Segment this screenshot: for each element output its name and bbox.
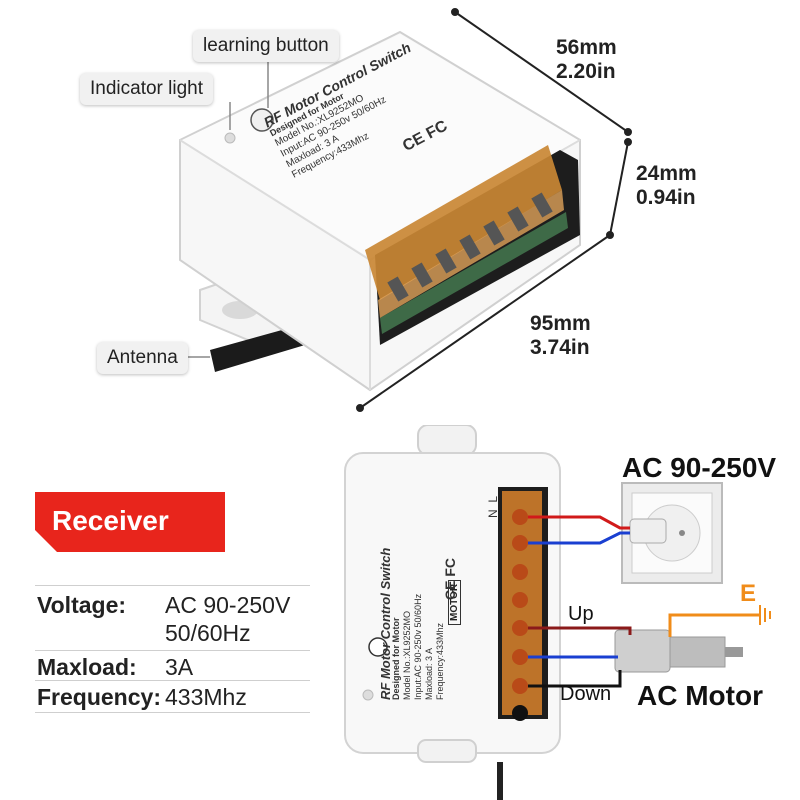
- height-dimension: 24mm 0.94in: [636, 162, 697, 210]
- antenna: [210, 325, 305, 372]
- terminal-screws: [512, 509, 528, 721]
- device-3d-illustration: [179, 8, 632, 412]
- earth-label: E: [740, 580, 757, 607]
- terminal-n-label: N: [486, 509, 500, 518]
- indicator-light-callout: Indicator light: [80, 73, 214, 105]
- down-label: Down: [560, 683, 612, 705]
- terminal-l-label: L: [486, 495, 500, 503]
- top-mount-tab: [417, 425, 477, 456]
- power-label: AC 90-250V: [622, 452, 777, 483]
- antenna-callout: Antenna: [97, 342, 188, 374]
- device-label-title-front: RF Motor Control Switch: [378, 547, 393, 700]
- spec-divider: [35, 650, 310, 651]
- length-mm: 95mm: [530, 312, 591, 335]
- learning-button-callout: learning button: [193, 30, 339, 62]
- power-terminal-labels: N L: [486, 496, 500, 518]
- length-in: 3.74in: [530, 336, 590, 359]
- device-label-front: RF Motor Control Switch Designed for Mot…: [378, 490, 446, 700]
- ac-motor: [614, 629, 671, 673]
- frequency-value: 433Mhz: [165, 684, 247, 710]
- spec-divider: [35, 585, 310, 586]
- wiring-diagram: [344, 425, 771, 800]
- up-label: Up: [568, 603, 594, 625]
- width-dimension: 56mm 2.20in: [556, 36, 617, 84]
- learning-button[interactable]: [250, 108, 274, 132]
- earth-wire: [668, 613, 760, 637]
- maxload-value: 3A: [165, 654, 194, 680]
- length-dimension: 95mm 3.74in: [530, 312, 591, 360]
- power-wire-live: [528, 515, 630, 530]
- spec-divider: [35, 680, 310, 681]
- maxload-label: Maxload:: [37, 654, 137, 680]
- frequency-label: Frequency:: [37, 684, 161, 710]
- indicator-light: [224, 132, 236, 144]
- learning-button[interactable]: [368, 637, 388, 657]
- width-mm: 56mm: [556, 36, 617, 59]
- receiver-badge: [35, 492, 225, 552]
- indicator-light: [362, 689, 374, 701]
- motor-wire-up: [528, 626, 632, 635]
- terminal-cover: [365, 145, 562, 300]
- dimension-lines: [356, 8, 632, 412]
- cert-marks-front: CE FC: [442, 558, 458, 600]
- height-mm: 24mm: [636, 162, 697, 185]
- device-label-maxload-front: Maxload: 3 A: [424, 647, 434, 700]
- height-in: 0.94in: [636, 186, 696, 209]
- voltage-label: Voltage:: [37, 592, 127, 618]
- motor-wire-down: [528, 670, 622, 688]
- receiver-badge-label: Receiver: [52, 505, 169, 536]
- voltage-frequency-value: 50/60Hz: [165, 620, 251, 646]
- terminal-screws: [387, 192, 553, 302]
- ground-icon: [759, 605, 771, 625]
- motor-label: AC Motor: [637, 680, 763, 711]
- voltage-value: AC 90-250V: [165, 592, 291, 618]
- power-plug: [629, 518, 667, 544]
- device-label-input-front: Input:AC 90-250v 50/60Hz: [413, 593, 423, 700]
- power-wire-neutral: [528, 531, 630, 545]
- device-label-model-front: Model No.:XL9252MO: [402, 610, 412, 700]
- width-in: 2.20in: [556, 60, 616, 83]
- spec-divider: [35, 712, 310, 713]
